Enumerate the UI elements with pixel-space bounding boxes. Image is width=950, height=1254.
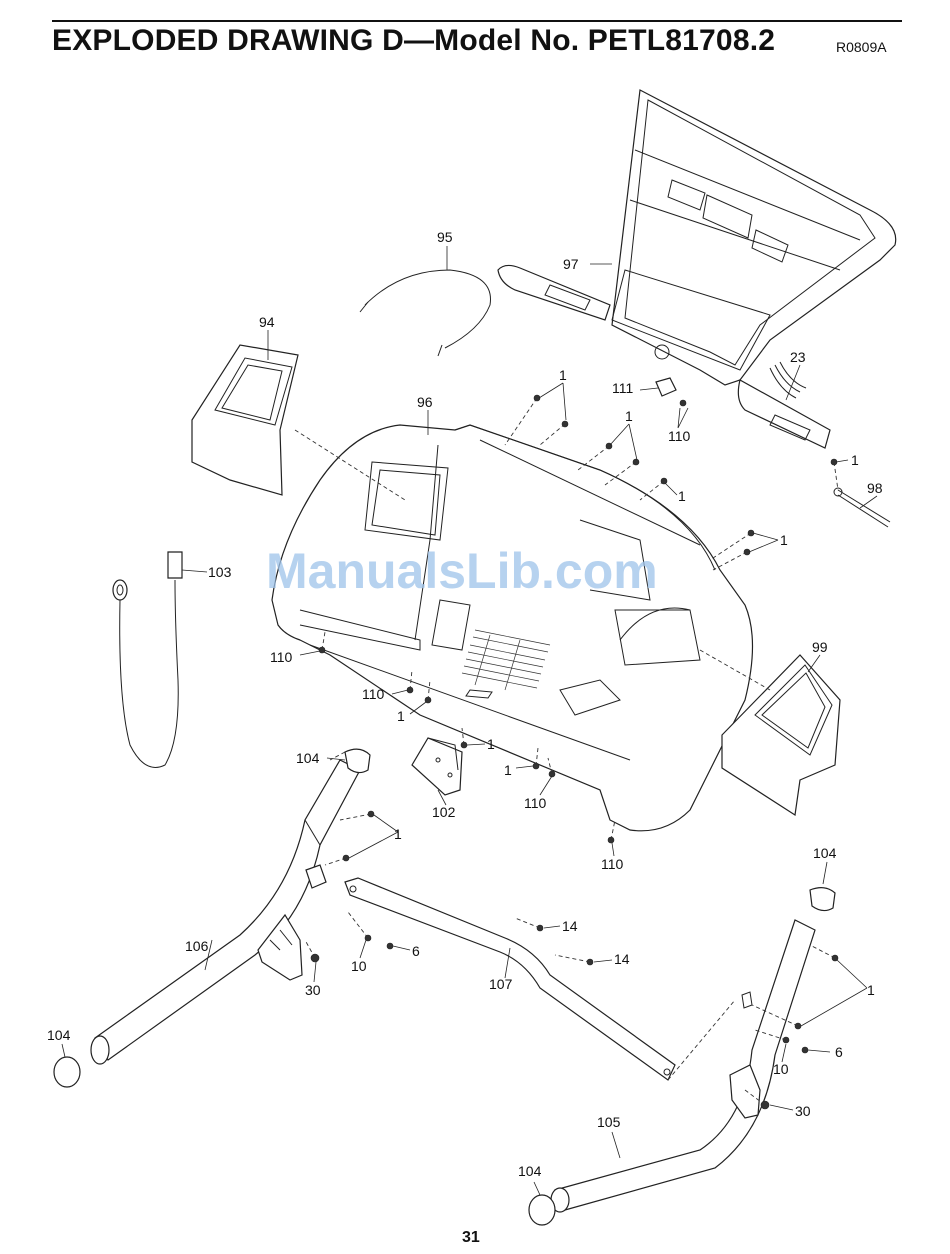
callout-1: 1 <box>851 452 859 468</box>
bracket-part-102 <box>412 738 462 795</box>
callout-102: 102 <box>432 804 456 820</box>
callout-104: 104 <box>47 1027 71 1043</box>
wire-part-95 <box>360 270 491 356</box>
callout-1: 1 <box>625 408 633 424</box>
console-part-97 <box>498 90 896 448</box>
callout-105: 105 <box>597 1114 621 1130</box>
callout-96: 96 <box>417 394 433 410</box>
callout-23: 23 <box>790 349 806 365</box>
callout-1: 1 <box>394 826 402 842</box>
callout-1: 1 <box>487 736 495 752</box>
callout-103: 103 <box>208 564 232 580</box>
callout-1: 1 <box>504 762 512 778</box>
cord-part-103 <box>113 552 182 768</box>
page-number: 31 <box>462 1229 480 1247</box>
callout-110: 110 <box>270 649 293 665</box>
callout-1: 1 <box>559 367 567 383</box>
callout-95: 95 <box>437 229 453 245</box>
callout-110: 110 <box>668 428 691 444</box>
callout-97: 97 <box>563 256 579 272</box>
callout-110: 110 <box>362 686 385 702</box>
callout-14: 14 <box>562 918 578 934</box>
callout-110: 110 <box>601 856 624 872</box>
callout-111: 111 <box>612 380 633 396</box>
callout-1: 1 <box>678 488 686 504</box>
callout-30: 30 <box>305 982 321 998</box>
callout-110: 110 <box>524 795 547 811</box>
callout-6: 6 <box>412 943 420 959</box>
callout-30: 30 <box>795 1103 811 1119</box>
callout-6: 6 <box>835 1044 843 1060</box>
callout-106: 106 <box>185 938 209 954</box>
callout-104: 104 <box>813 845 837 861</box>
callout-104: 104 <box>518 1163 542 1179</box>
callout-94: 94 <box>259 314 275 330</box>
watermark: ManualsLib.com <box>266 542 658 600</box>
callout-1: 1 <box>780 532 788 548</box>
bracket-part-111 <box>656 378 676 396</box>
callout-10: 10 <box>351 958 367 974</box>
callout-99: 99 <box>812 639 828 655</box>
wire-part-23 <box>770 362 806 398</box>
callout-14: 14 <box>614 951 630 967</box>
tray-part-94 <box>192 345 298 495</box>
upright-part-106 <box>91 760 360 1064</box>
callout-104: 104 <box>296 750 320 766</box>
callout-98: 98 <box>867 480 883 496</box>
callout-10: 10 <box>773 1061 789 1077</box>
callout-1: 1 <box>867 982 875 998</box>
callout-1: 1 <box>397 708 405 724</box>
callout-107: 107 <box>489 976 513 992</box>
